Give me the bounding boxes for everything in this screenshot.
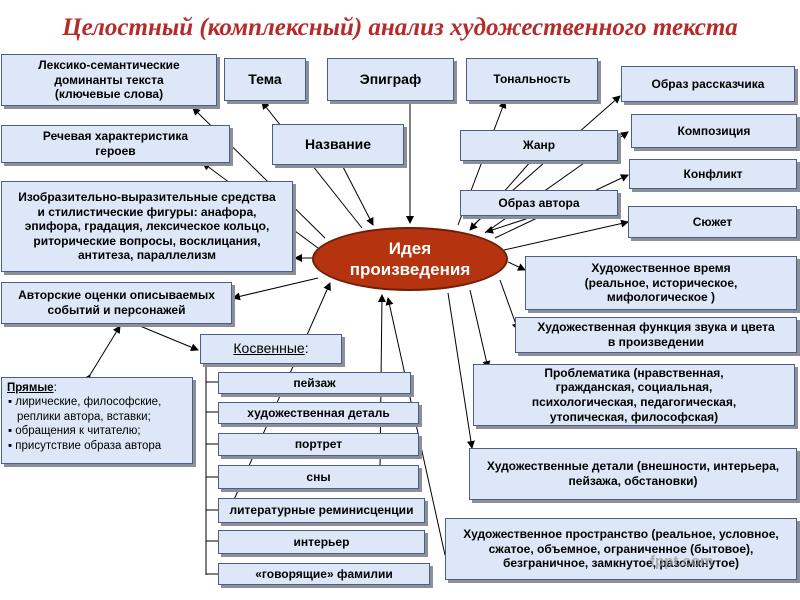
watermark: fppt.com [650, 553, 714, 570]
box-govoryashchie: «говорящие» фамилии [218, 563, 430, 585]
box-pryamye: Прямые: ▪ лирические, философские, репли… [1, 377, 193, 464]
box-syuzhet: Сюжет [628, 206, 797, 238]
box-hud-detali-vneshnosti: Художественные детали (внешности, интерь… [469, 448, 797, 500]
center-line-2: произведения [349, 260, 471, 279]
box-nazvanie: Название [272, 124, 404, 165]
pryamye-header: Прямые [7, 382, 54, 394]
box-obraz-avtora: Образ автора [460, 190, 618, 216]
box-tema: Тема [224, 58, 306, 101]
box-kosvennye: Косвенные: [200, 334, 342, 364]
box-hud-detal: художественная деталь [218, 402, 419, 424]
box-problematika: Проблематика (нравственная, гражданская,… [473, 364, 795, 426]
box-tonalnost: Тональность [466, 58, 598, 101]
box-izobrazitelnye: Изобразительно-выразительные средства и … [1, 181, 293, 272]
pryamye-item: ▪ присутствие образа автора [8, 439, 162, 452]
box-sny: сны [218, 465, 419, 489]
box-epigraf: Эпиграф [327, 58, 454, 101]
page-title: Целостный (комплексный) анализ художеств… [62, 14, 738, 41]
pryamye-item: ▪ лирические, философские, реплики автор… [8, 396, 162, 423]
box-interer: интерьер [218, 530, 425, 554]
kosvennye-label: Косвенные [233, 340, 305, 357]
box-avtorskie: Авторские оценки описываемых событий и п… [1, 282, 232, 324]
box-leksiko: Лексико-семантические доминанты текста (… [1, 54, 217, 106]
pryamye-item: ▪ обращения к читателю; [8, 425, 141, 438]
box-peyzazh: пейзаж [218, 372, 411, 394]
box-obraz-rasskazchika: Образ рассказчика [621, 66, 795, 102]
box-konflikt: Конфликт [629, 159, 797, 189]
box-hud-vremya: Художественное время (реальное, историче… [525, 256, 797, 310]
center-idea-ellipse: Идея произведения [312, 227, 508, 291]
box-rechevaya: Речевая характеристика героев [1, 125, 230, 163]
box-hud-prostranstvo: Художественное пространство (реальное, у… [445, 518, 797, 580]
box-zhanr: Жанр [460, 130, 618, 161]
box-kompoziciya: Композиция [631, 114, 797, 148]
box-hud-funkciya: Художественная функция звука и цвета в п… [515, 317, 797, 353]
center-line-1: Идея [388, 238, 432, 258]
box-lit-reminiscencii: литературные реминисценции [218, 498, 425, 523]
box-portret: портрет [218, 433, 419, 456]
